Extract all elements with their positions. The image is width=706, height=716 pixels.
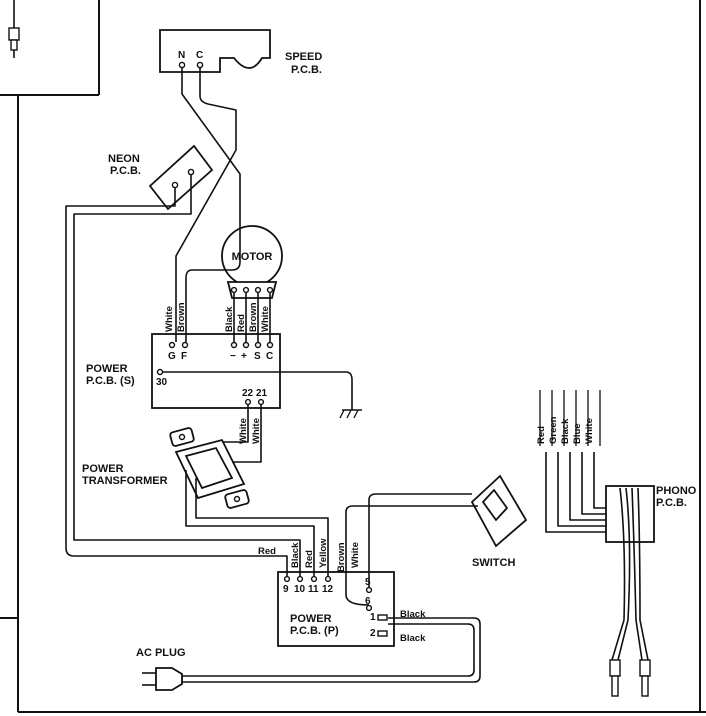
wire-label-red-motor: Red [236,314,247,332]
pcb-p-pin-10: 10 [294,584,306,595]
pcb-p-pin-5: 5 [365,577,371,588]
pcb-s-terminal-f: F [181,351,187,362]
pcb-s-terminal-s: S [254,351,261,362]
pcb-s-terminal-plus: + [241,351,247,362]
power-pcb-s: G F − + S C POWER P.C.B. (S) 30 22 21 [86,333,281,409]
phono-pcb-label-2: P.C.B. [656,497,687,509]
power-transformer: POWER TRANSFORMER [82,427,250,509]
wire-label-white-22: White [238,418,249,444]
wire-label-black-phono: Black [560,418,571,444]
phono-pcb: PHONO P.C.B. [539,390,697,697]
wire-label-black-motor: Black [224,306,235,332]
transformer-label-2: TRANSFORMER [82,475,168,487]
power-pcb-p: 9 10 11 12 5 6 1 2 POWER P.C.B. (P) [277,571,395,647]
motor-label: MOTOR [232,251,273,263]
neon-pcb-label: NEON [108,153,140,165]
pcb-s-terminal-g: G [168,351,176,362]
wire-label-red-11: Red [304,550,315,568]
phono-pcb-label: PHONO [656,485,697,497]
pcb-p-pin-11: 11 [308,584,319,595]
pcb-p-pin-9: 9 [283,584,289,595]
pcb-p-pin-1: 1 [370,612,376,623]
pcb-s-label-2: P.C.B. (S) [86,375,135,387]
wire-label-black-2: Black [400,633,426,644]
wire-labels: White Brown Black Red Brown White White … [164,302,595,644]
transformer-label: POWER [82,463,124,475]
ground-icon [163,371,362,419]
wire-label-white-21: White [251,418,262,444]
pcb-s-pin-21: 21 [256,388,268,399]
wire-label-white-motor: White [260,306,271,332]
neon-pcb-label-2: P.C.B. [110,165,141,177]
speed-pcb-label-2: P.C.B. [291,64,322,76]
wire-label-brown-f: Brown [176,302,187,332]
wire-label-black-10: Black [290,542,301,568]
ac-plug-label: AC PLUG [136,647,186,659]
wire-label-red-9: Red [258,546,276,557]
pcb-s-pin-22: 22 [242,388,254,399]
pcb-s-terminal-c: C [266,351,273,362]
pcb-p-label-2: P.C.B. (P) [290,625,339,637]
switch: SWITCH [470,474,528,569]
motor: MOTOR [221,225,283,299]
wire-label-white-phono: White [584,418,595,444]
corner-plug-icon [8,0,20,58]
wire-label-white-g: White [164,306,175,332]
pcb-p-pin-12: 12 [322,584,334,595]
pcb-s-pin-30: 30 [156,377,168,388]
wire-label-red-phono: Red [536,426,547,444]
wire-label-black-1: Black [400,609,426,620]
speed-terminal-n: N [178,50,185,61]
switch-label: SWITCH [472,557,515,569]
pcb-p-label: POWER [290,613,332,625]
wire-label-yellow-12: Yellow [318,538,329,568]
wires [65,68,478,606]
wire-label-green-phono: Green [548,416,559,444]
pcb-p-pin-2: 2 [370,628,376,639]
pcb-p-pin-6: 6 [365,596,371,607]
pcb-s-label: POWER [86,363,128,375]
pcb-s-terminal-minus: − [230,351,236,362]
wire-label-brown-motor: Brown [248,302,259,332]
speed-terminal-c: C [196,50,203,61]
wire-label-brown-switch: Brown [336,542,347,572]
ac-plug: AC PLUG [136,617,481,691]
wire-label-white-switch: White [350,542,361,568]
neon-pcb: NEON P.C.B. [108,144,214,211]
speed-pcb-label: SPEED [285,51,322,63]
speed-pcb: N C SPEED P.C.B. [159,29,322,76]
wire-label-blue-phono: Blue [572,423,583,444]
